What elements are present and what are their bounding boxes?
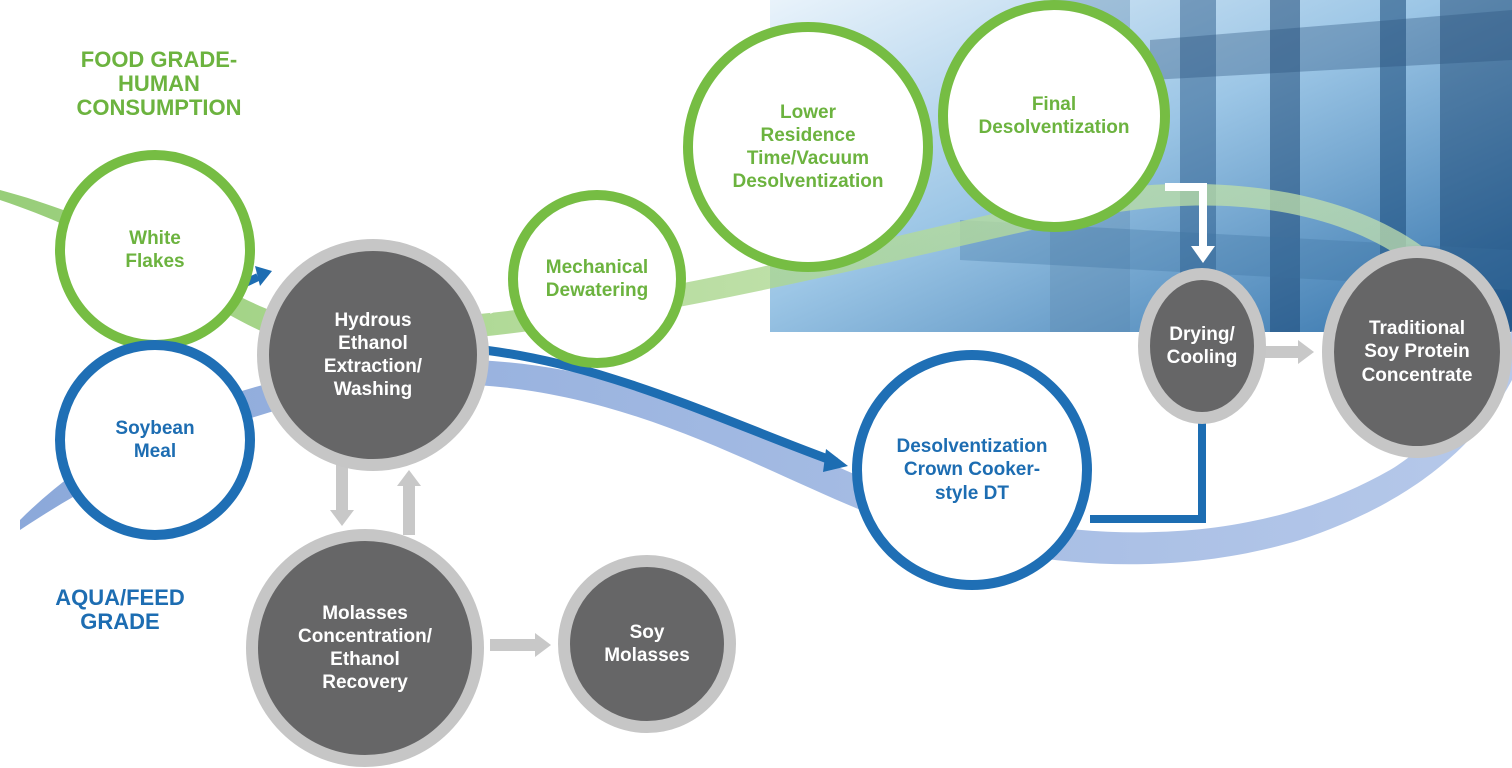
- white-flakes-node: White Flakes: [55, 150, 255, 350]
- lower-residence-text: Lower Residence Time/Vacuum Desolventiza…: [732, 101, 884, 193]
- drying-cooling-text: Drying/ Cooling: [1166, 323, 1238, 368]
- traditional-spc-node: Traditional Soy Protein Concentrate: [1322, 246, 1512, 458]
- mechanical-dewatering-node: Mechanical Dewatering: [508, 190, 686, 368]
- soybean-meal-text: Soybean Meal: [115, 417, 195, 462]
- white-flakes-text: White Flakes: [125, 227, 185, 272]
- molasses-concentration-node: Molasses Concentration/ Ethanol Recovery: [246, 529, 484, 767]
- final-to-drying-arrow: [1165, 183, 1215, 263]
- soy-molasses-node: Soy Molasses: [558, 555, 736, 733]
- desolventization-flow-arrow: [464, 343, 848, 472]
- desolventization-crown-text: Desolventization Crown Cooker- style DT: [896, 436, 1048, 504]
- final-desolventization-node: Final Desolventization: [938, 0, 1170, 232]
- aqua-feed-grade-label: AQUA/FEED GRADE: [55, 585, 185, 635]
- hydrous-ethanol-extraction-node: Hydrous Ethanol Extraction/ Washing: [257, 239, 489, 471]
- food-grade-flow-band: [0, 183, 1450, 346]
- traditional-spc-text: Traditional Soy Protein Concentrate: [1361, 318, 1473, 386]
- mechanical-dewatering-text: Mechanical Dewatering: [545, 256, 649, 301]
- spc-arrow: [1263, 340, 1314, 364]
- desolventization-crown-cooker-node: Desolventization Crown Cooker- style DT: [852, 350, 1092, 590]
- hydrous-ethanol-text: Hydrous Ethanol Extraction/ Washing: [323, 309, 423, 401]
- lower-residence-node: Lower Residence Time/Vacuum Desolventiza…: [683, 22, 933, 272]
- feed-grade-flow-band: [20, 330, 1512, 565]
- soybean-meal-node: Soybean Meal: [55, 340, 255, 540]
- final-desolventization-text: Final Desolventization: [978, 93, 1130, 138]
- molasses-up-arrow: [397, 470, 421, 535]
- food-grade-label: FOOD GRADE- HUMAN CONSUMPTION: [76, 47, 242, 121]
- soy-molasses-text: Soy Molasses: [604, 621, 690, 666]
- drying-cooling-node: Drying/ Cooling: [1138, 268, 1266, 424]
- soy-molasses-arrow: [490, 633, 551, 657]
- molasses-concentration-text: Molasses Concentration/ Ethanol Recovery: [297, 602, 433, 694]
